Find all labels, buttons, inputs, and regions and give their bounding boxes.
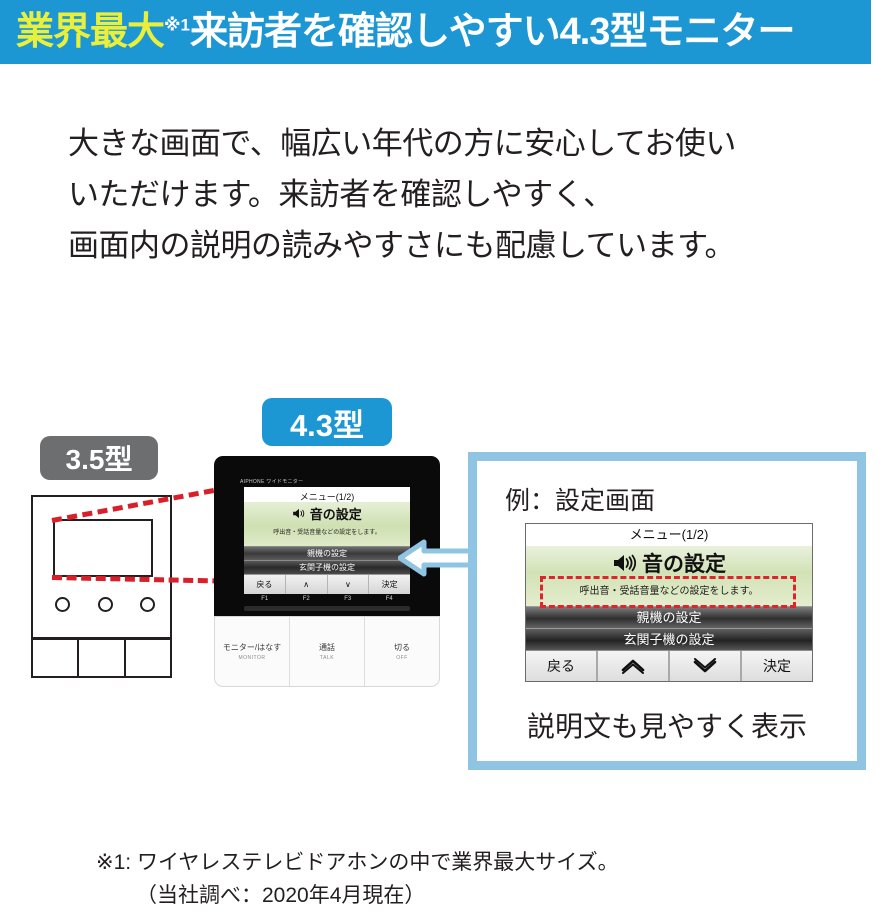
device-3-5-key: [31, 638, 80, 678]
callout-button-back[interactable]: 戻る: [526, 651, 598, 681]
lead-paragraph: 大きな画面で、幅広い年代の方に安心してお使い いただけます。来訪者を確認しやすく…: [68, 118, 848, 271]
device-function-key-bar[interactable]: [244, 606, 410, 611]
footnote-line-1: ※1: ワイヤレステレビドアホンの中で業界最大サイズ。: [96, 851, 619, 874]
banner-rest: 来訪者を確認しやすい4.3型モニター: [190, 11, 795, 53]
device-key-talk-jp: 通話: [319, 643, 335, 652]
device-key-talk[interactable]: 通話 TALK: [290, 617, 365, 686]
device-screen-button-down[interactable]: ∨: [327, 575, 370, 594]
callout-screen: メニュー(1/2) 音の設定 呼出音・受話音量などの設定をします。 親機の設定 …: [525, 523, 813, 682]
device-3-5-dot: [55, 597, 70, 612]
device-3-5-body: [31, 495, 172, 639]
footnote-line-2: （当社調べ：2020年4月現在）: [136, 884, 426, 907]
device-key-off-jp: 切る: [394, 643, 410, 652]
device-base-keypad: モニター/はなす MONITOR 通話 TALK 切る OFF: [214, 616, 440, 687]
banner-superscript: ※1: [164, 15, 190, 35]
callout-button-enter[interactable]: 決定: [742, 651, 812, 681]
footnote: ※1: ワイヤレステレビドアホンの中で業界最大サイズ。 （当社調べ：2020年4…: [96, 846, 816, 912]
header-banner: 業界最大※1来訪者を確認しやすい4.3型モニター: [0, 0, 871, 64]
description-highlight-box: [540, 576, 796, 608]
device-key-off-en: OFF: [396, 655, 408, 661]
device-3-5-key-row: [31, 638, 172, 678]
device-fkey-label: F2: [302, 596, 310, 602]
device-3-5-diagram: [31, 495, 172, 678]
callout-title: 例：設定画面: [505, 487, 656, 515]
chevron-down-icon: [693, 658, 717, 673]
device-key-talk-en: TALK: [319, 655, 335, 661]
badge-4-3-inch: 4.3型: [262, 398, 392, 446]
device-3-5-dot: [140, 597, 155, 612]
callout-screen-menu-title: メニュー(1/2): [629, 527, 709, 542]
callout-screen-button-bar: 戻る 決定: [526, 650, 812, 681]
device-3-5-dot: [97, 597, 113, 612]
device-3-5-button-row: [55, 597, 155, 612]
callout-pointer-arrow: [398, 539, 476, 577]
device-3-5-screen: [53, 519, 153, 577]
device-4-3-bezel: AIPHONE ワイドモニター メニュー(1/2) 音の設定 呼出音・受話音量な…: [214, 456, 440, 616]
device-screen-button-bar: 戻る ∧ ∨ 決定: [244, 574, 410, 594]
chevron-up-icon: [621, 659, 645, 674]
device-key-monitor[interactable]: モニター/はなす MONITOR: [215, 617, 290, 686]
device-screen-menu-title: メニュー(1/2): [299, 492, 355, 502]
callout-screen-row: 親機の設定: [526, 606, 812, 628]
speaker-icon: [614, 554, 636, 572]
device-screen-button-back[interactable]: 戻る: [244, 575, 286, 594]
banner-emphasis: 業界最大: [16, 11, 165, 53]
callout-caption: 説明文も見やすく表示: [526, 711, 807, 742]
callout-screen-highlight-row: 音の設定 呼出音・受話音量などの設定をします。: [526, 546, 812, 608]
badge-3-5-inch: 3.5型: [40, 436, 158, 480]
device-4-3-photo: AIPHONE ワイドモニター メニュー(1/2) 音の設定 呼出音・受話音量な…: [214, 456, 440, 687]
device-fkey-label: F1: [261, 596, 269, 602]
device-3-5-key: [123, 638, 172, 678]
callout-screen-description: 呼出音・受話音量などの設定をします。: [579, 586, 759, 597]
device-screen-description: 呼出音・受話音量などの設定をします。: [273, 530, 381, 536]
callout-button-up[interactable]: [598, 651, 670, 681]
device-screen-highlight-row: 音の設定 呼出音・受話音量などの設定をします。: [244, 502, 410, 546]
device-brand-label: AIPHONE ワイドモニター: [240, 479, 304, 485]
device-key-monitor-jp: モニター/はなす: [222, 643, 282, 652]
banner-title: 業界最大※1来訪者を確認しやすい4.3型モニター: [16, 11, 795, 53]
device-screen-button-up[interactable]: ∧: [285, 575, 328, 594]
device-screen-row: 親機の設定: [244, 546, 410, 560]
lead-line-1: 大きな画面で、幅広い年代の方に安心してお使い: [68, 126, 736, 161]
callout-button-down[interactable]: [670, 651, 742, 681]
device-key-monitor-en: MONITOR: [238, 655, 266, 661]
device-4-3-screen: メニュー(1/2) 音の設定 呼出音・受話音量などの設定をします。 親機の設定 …: [244, 487, 410, 594]
lead-line-2: いただけます。来訪者を確認しやすく、: [68, 177, 614, 212]
device-screen-highlight-text: 音の設定: [309, 507, 362, 522]
speaker-icon: [293, 508, 305, 519]
callout-screen-row: 玄関子機の設定: [526, 628, 812, 650]
device-3-5-key: [77, 638, 126, 678]
lead-line-3: 画面内の説明の読みやすさにも配慮しています。: [68, 228, 735, 263]
callout-box: 例：設定画面 メニュー(1/2) 音の設定 呼出音・受話音量などの設定をします。…: [468, 452, 866, 770]
device-fkey-label: F3: [344, 596, 352, 602]
device-screen-button-enter[interactable]: 決定: [369, 575, 410, 594]
callout-screen-highlight-text: 音の設定: [642, 553, 726, 576]
callout-screen-highlight-label: 音の設定: [526, 546, 812, 578]
device-key-off[interactable]: 切る OFF: [365, 617, 439, 686]
device-fkey-label: F4: [385, 596, 393, 602]
device-function-key-labels: F1 F2 F3 F4: [244, 596, 410, 602]
device-screen-row: 玄関子機の設定: [244, 560, 410, 574]
device-screen-highlight-label: 音の設定: [244, 502, 410, 523]
